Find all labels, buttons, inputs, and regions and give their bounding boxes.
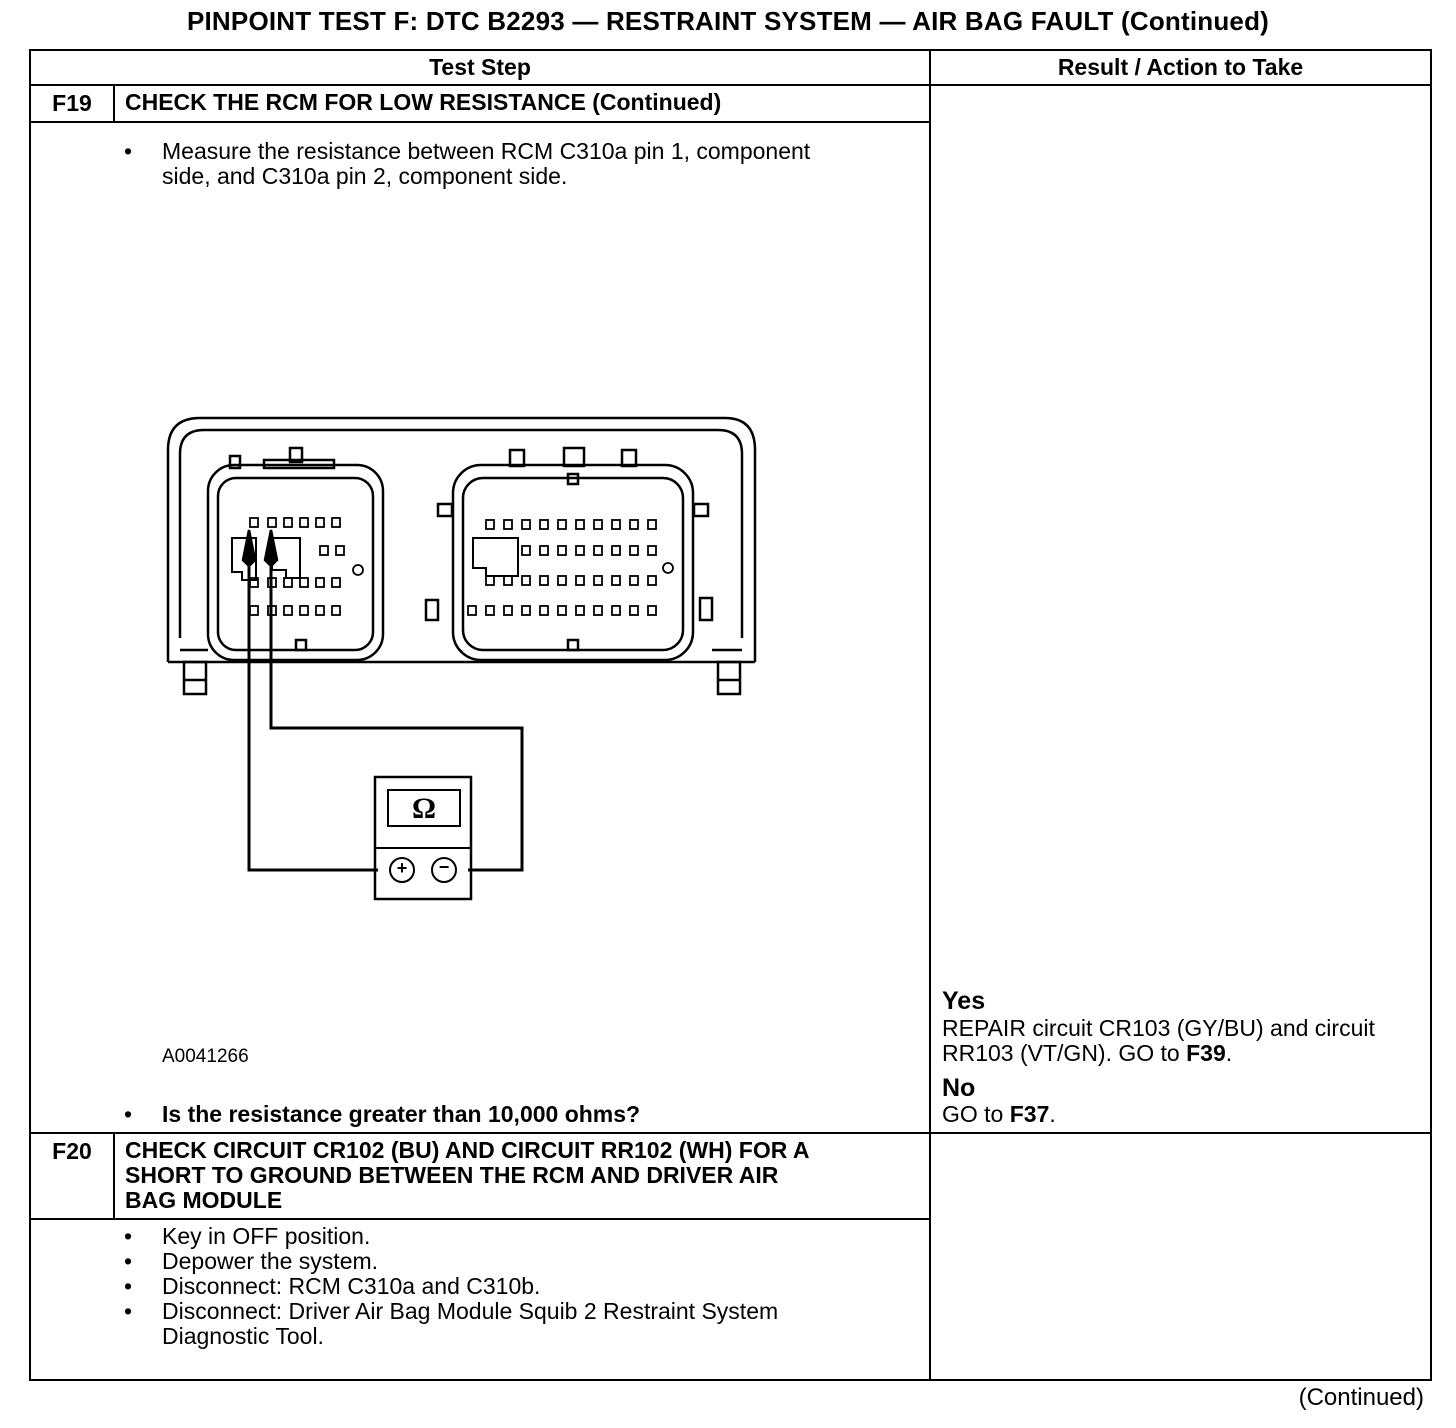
- header-test-step: Test Step: [429, 54, 531, 80]
- f19-id-divider: [113, 84, 115, 122]
- step-id-f19: F19: [52, 90, 92, 116]
- f20-bullet-depower: Depower the system.: [162, 1248, 379, 1274]
- figure-id: A0041266: [162, 1046, 249, 1067]
- plus-terminal-icon: +: [396, 858, 408, 878]
- result-no-label: No: [942, 1074, 976, 1102]
- bullet-marker: •: [124, 1101, 133, 1127]
- step-id-f20: F20: [52, 1138, 92, 1164]
- f19-bullet-question: Is the resistance greater than 10,000 oh…: [162, 1101, 641, 1127]
- f20-id-divider: [113, 1132, 115, 1220]
- rcm-connector-diagram: [166, 416, 757, 901]
- ohm-symbol: Ω: [411, 792, 437, 825]
- f20-bullet-disconnect-module: Disconnect: Driver Air Bag Module Squib …: [162, 1298, 779, 1349]
- page-title: PINPOINT TEST F: DTC B2293 — RESTRAINT S…: [186, 6, 1270, 36]
- f20-bullet-key-off: Key in OFF position.: [162, 1223, 371, 1249]
- f20-top-rule: [29, 1132, 1432, 1134]
- f19-title-rule: [29, 121, 931, 123]
- f19-bullet-measure: Measure the resistance between RCM C310a…: [162, 138, 811, 189]
- step-title-f19: CHECK THE RCM FOR LOW RESISTANCE (Contin…: [125, 89, 722, 115]
- test-table: [29, 49, 1432, 1381]
- header-rule: [29, 84, 1432, 86]
- f20-title-rule: [29, 1218, 931, 1220]
- minus-terminal-icon: −: [438, 857, 450, 877]
- step-title-f20: CHECK CIRCUIT CR102 (BU) AND CIRCUIT RR1…: [125, 1137, 810, 1213]
- column-divider: [929, 49, 931, 1381]
- continued-footer: (Continued): [1298, 1384, 1424, 1411]
- bullet-marker: •: [124, 1298, 133, 1324]
- result-yes-action: REPAIR circuit CR103 (GY/BU) and circuit…: [942, 1015, 1375, 1066]
- result-yes-label: Yes: [942, 987, 986, 1015]
- header-result: Result / Action to Take: [1057, 54, 1304, 80]
- ref-f39[interactable]: F39: [1186, 1040, 1226, 1066]
- result-no-action: GO to F37.: [942, 1101, 1056, 1127]
- bullet-marker: •: [124, 1248, 133, 1274]
- bullet-marker: •: [124, 1273, 133, 1299]
- bullet-marker: •: [124, 1223, 133, 1249]
- ref-f37[interactable]: F37: [1009, 1101, 1050, 1127]
- bullet-marker: •: [124, 138, 133, 164]
- f20-bullet-disconnect-rcm: Disconnect: RCM C310a and C310b.: [162, 1273, 541, 1299]
